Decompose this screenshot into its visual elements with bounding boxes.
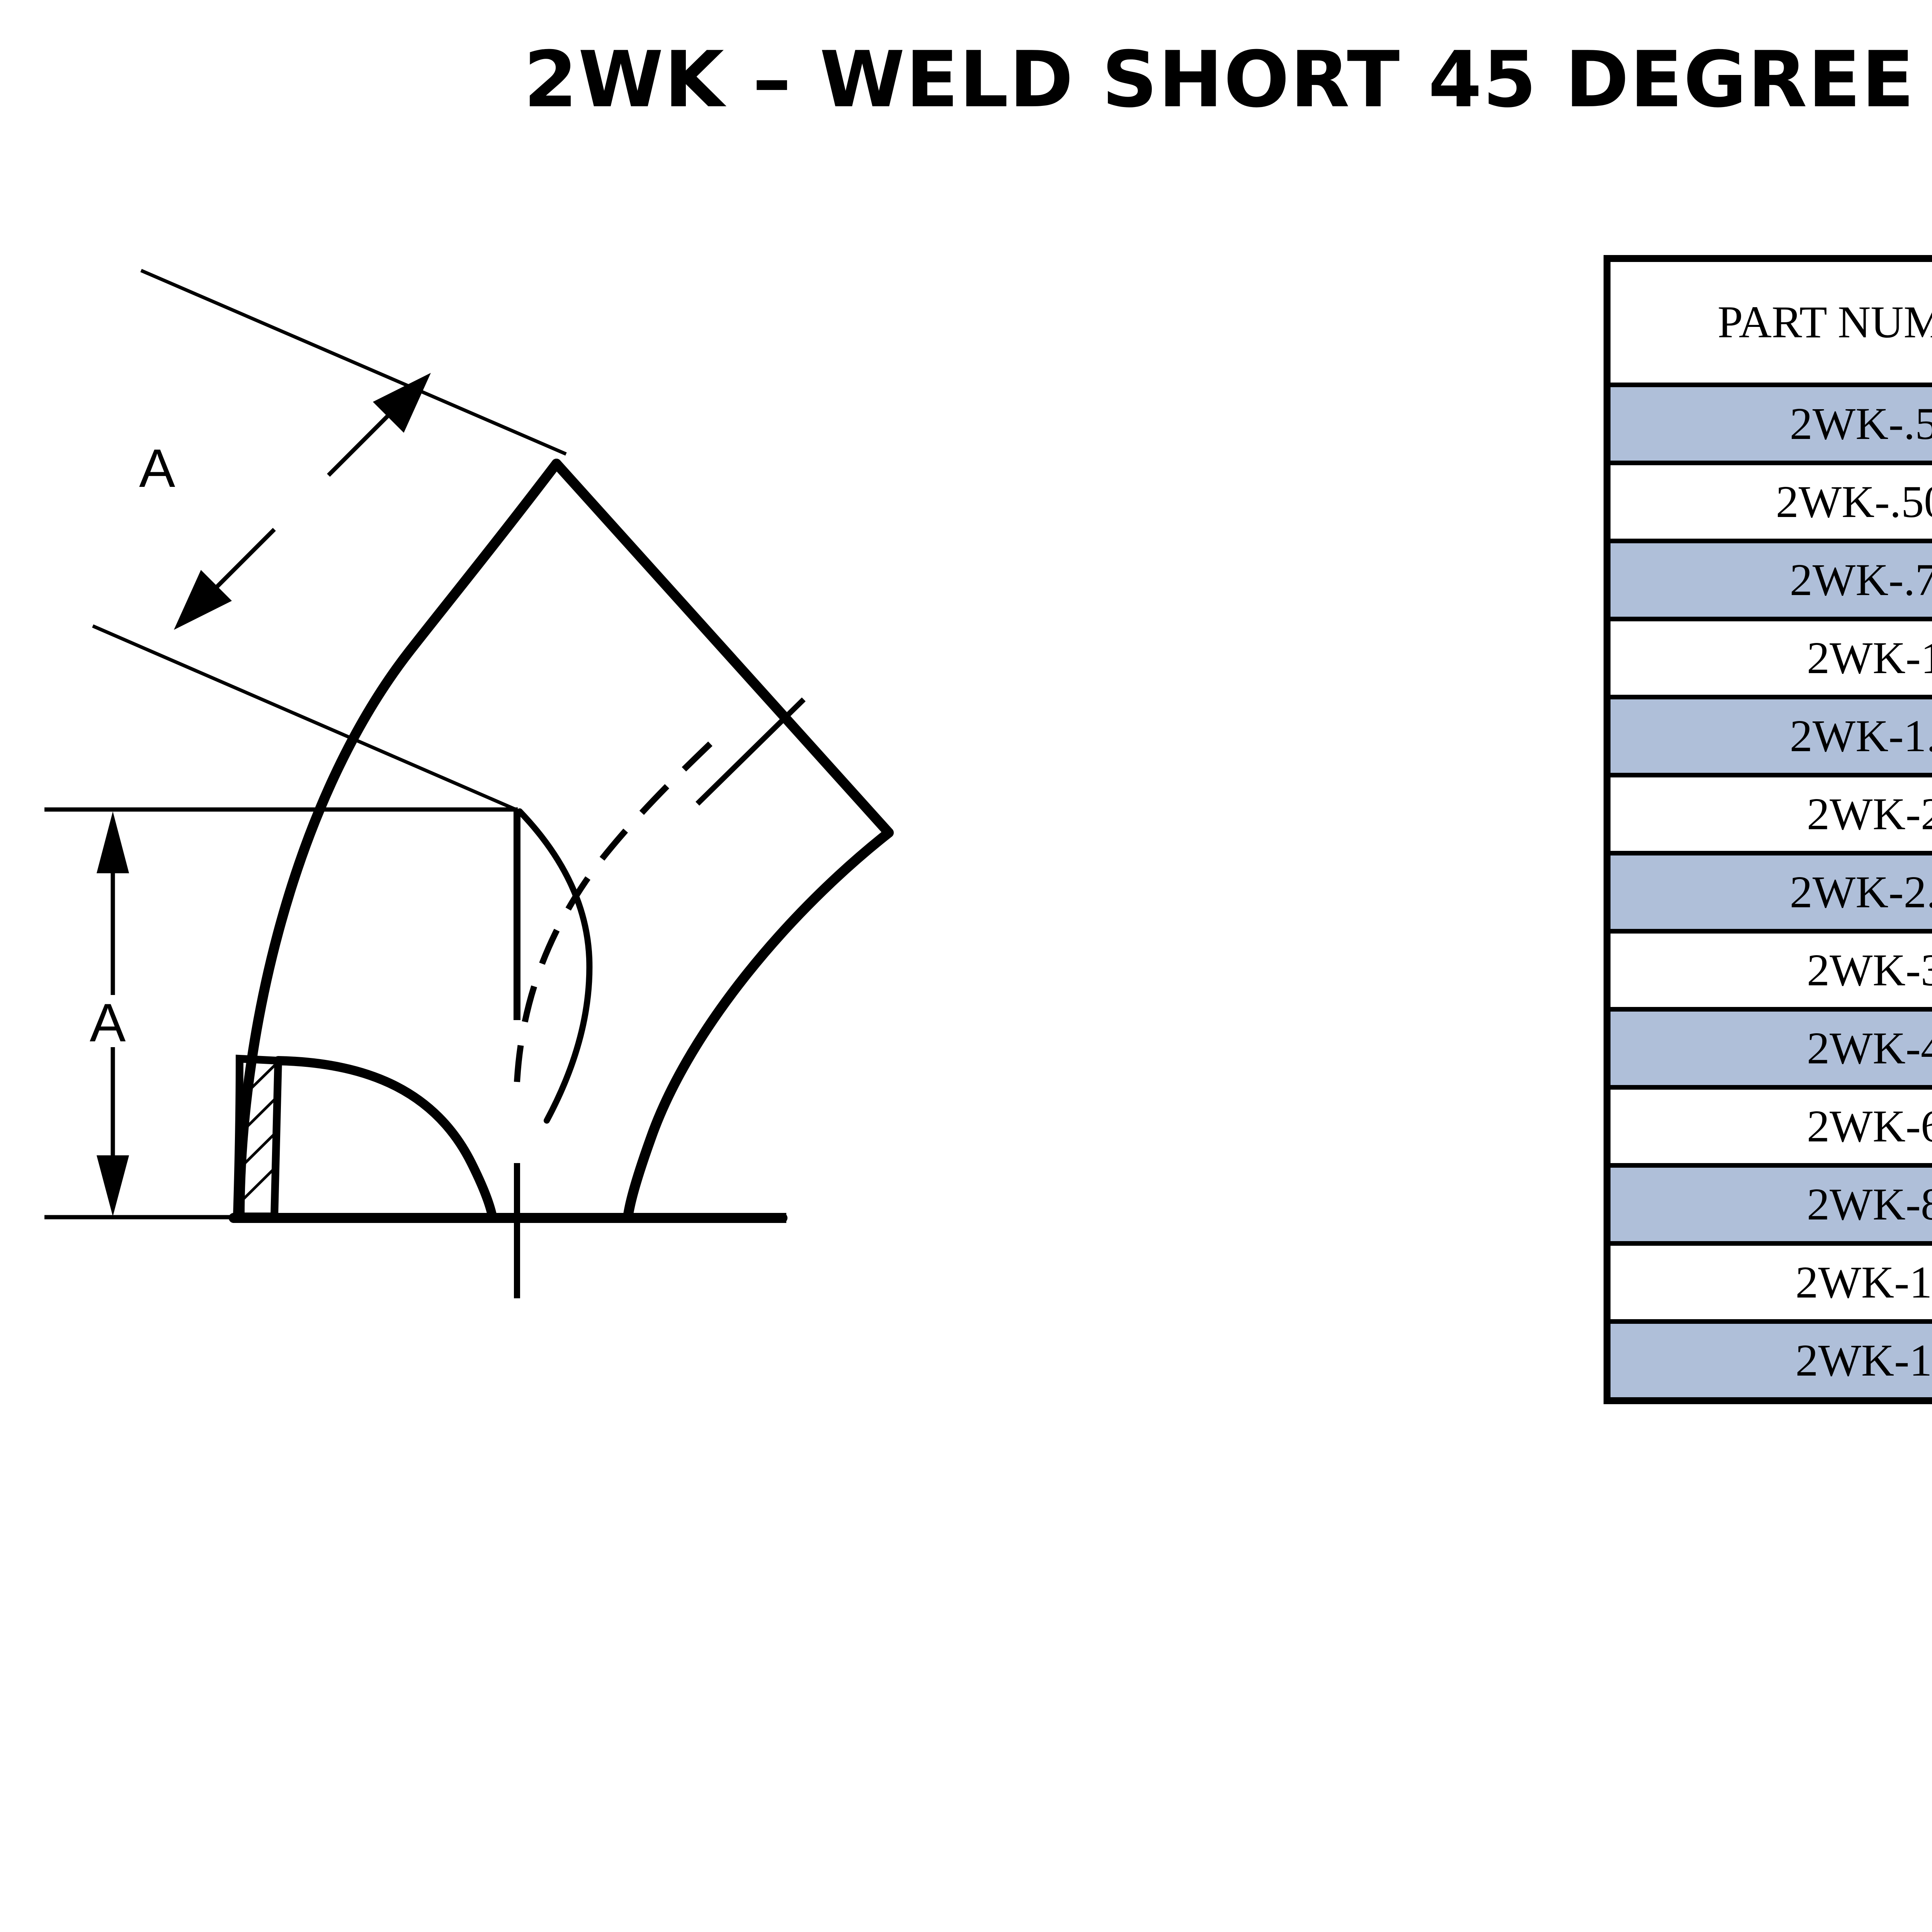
table-row: 2WK-.753/4.466 <box>1605 538 1932 621</box>
cell-part-number: 2WK-6 <box>1605 1085 1932 1168</box>
column-header-part-number-label: PART NUMBER <box>1718 296 1932 347</box>
table-row: 2WK-.501/2.313 <box>1605 382 1932 465</box>
upper-dimension-arrows <box>174 373 431 630</box>
table-row: 2WK-12127.500 <box>1605 1319 1932 1403</box>
table-body: 2WK-.501/2.3132WK-.50L1/2.4662WK-.753/4.… <box>1605 382 1932 1403</box>
table-row: 2WK-11.625 <box>1605 616 1932 699</box>
lower-dimension-extension-lines <box>44 807 518 1219</box>
table-row: 2WK-442.500 <box>1605 1007 1932 1090</box>
cell-part-number: 2WK-2.5 <box>1605 850 1932 934</box>
elbow-drawing: A A <box>23 232 989 1372</box>
elbow-wall-section <box>233 1054 282 1220</box>
cell-part-number: 2WK-3 <box>1605 929 1932 1012</box>
table-row: 2WK-10106.250 <box>1605 1241 1932 1324</box>
table-row: 2WK-2.52-1/21.562 <box>1605 850 1932 934</box>
cell-part-number: 2WK-1.5 <box>1605 694 1932 777</box>
table-row: 2WK-663.750 <box>1605 1085 1932 1168</box>
cell-part-number: 2WK-1 <box>1605 616 1932 699</box>
table-row: 2WK-1.51-1/2.937 <box>1605 694 1932 777</box>
cell-part-number: 2WK-.75 <box>1605 538 1932 621</box>
specification-table: PART NUMBER SIZE (inches) A (inches) 2WK… <box>1604 255 1932 1404</box>
table-row: 2WK-.50L1/2.466 <box>1605 460 1932 543</box>
lower-dimension-arrows <box>97 811 129 1216</box>
page-title: 2WK – WELD SHORT 45 DEGREE ELBOW <box>524 35 1932 125</box>
lower-dimension-label: A <box>90 992 126 1053</box>
cell-part-number: 2WK-10 <box>1605 1241 1932 1324</box>
cell-part-number: 2WK-4 <box>1605 1007 1932 1090</box>
cell-part-number: 2WK-.50L <box>1605 460 1932 543</box>
elbow-bore-curve <box>274 1056 497 1223</box>
table-header: PART NUMBER SIZE (inches) A (inches) <box>1605 256 1932 387</box>
table-header-row: PART NUMBER SIZE (inches) A (inches) <box>1605 256 1932 387</box>
cell-part-number: 2WK-8 <box>1605 1163 1932 1246</box>
elbow-centerline-dashed <box>514 726 729 1082</box>
upper-dimension-label: A <box>139 438 175 498</box>
elbow-outer-profile <box>229 459 894 1223</box>
table-row: 2WK-331.875 <box>1605 929 1932 1012</box>
elbow-drawing-svg: A A <box>44 269 894 1298</box>
table-row: 2WK-885.000 <box>1605 1163 1932 1246</box>
elbow-inner-wall-curve <box>517 808 593 1124</box>
table-row: 2WK-221.250 <box>1605 772 1932 855</box>
elbow-bevel-tick <box>696 697 806 806</box>
column-header-part-number: PART NUMBER <box>1605 256 1932 387</box>
cell-part-number: 2WK-12 <box>1605 1319 1932 1403</box>
cell-part-number: 2WK-2 <box>1605 772 1932 855</box>
section-hatching <box>236 1061 279 1207</box>
cell-part-number: 2WK-.50 <box>1605 382 1932 465</box>
upper-dimension-extension-lines <box>92 269 567 811</box>
